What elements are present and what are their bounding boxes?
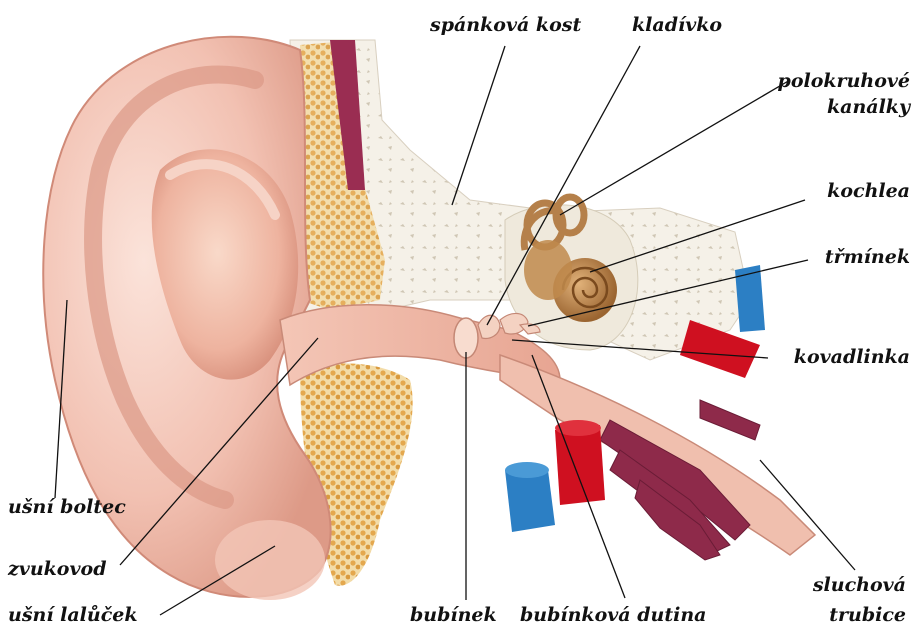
leader-polokruhove — [560, 80, 790, 215]
label-kovadlinka: kovadlinka — [794, 346, 910, 368]
label-sluchova-line1: sluchová — [813, 574, 906, 596]
label-usni-boltec: ušní boltec — [8, 496, 126, 518]
label-usni-lalucek: ušní lalůček — [8, 604, 138, 626]
label-kladivko: kladívko — [632, 14, 722, 36]
label-polokruhove-line2: kanálky — [827, 96, 910, 118]
label-bubinek: bubínek — [410, 604, 497, 626]
label-kochlea: kochlea — [827, 180, 910, 202]
label-bubinkova-dutina: bubínková dutina — [520, 604, 706, 626]
leader-spankova-kost — [452, 46, 505, 205]
label-polokruhove-line1: polokruhové — [778, 70, 910, 92]
lobule — [215, 520, 325, 600]
label-trminek: třmínek — [825, 246, 910, 268]
label-zvukovod: zvukovod — [8, 558, 106, 580]
label-sluchova-line2: trubice — [829, 604, 906, 626]
label-spankova-kost: spánková kost — [430, 14, 581, 36]
